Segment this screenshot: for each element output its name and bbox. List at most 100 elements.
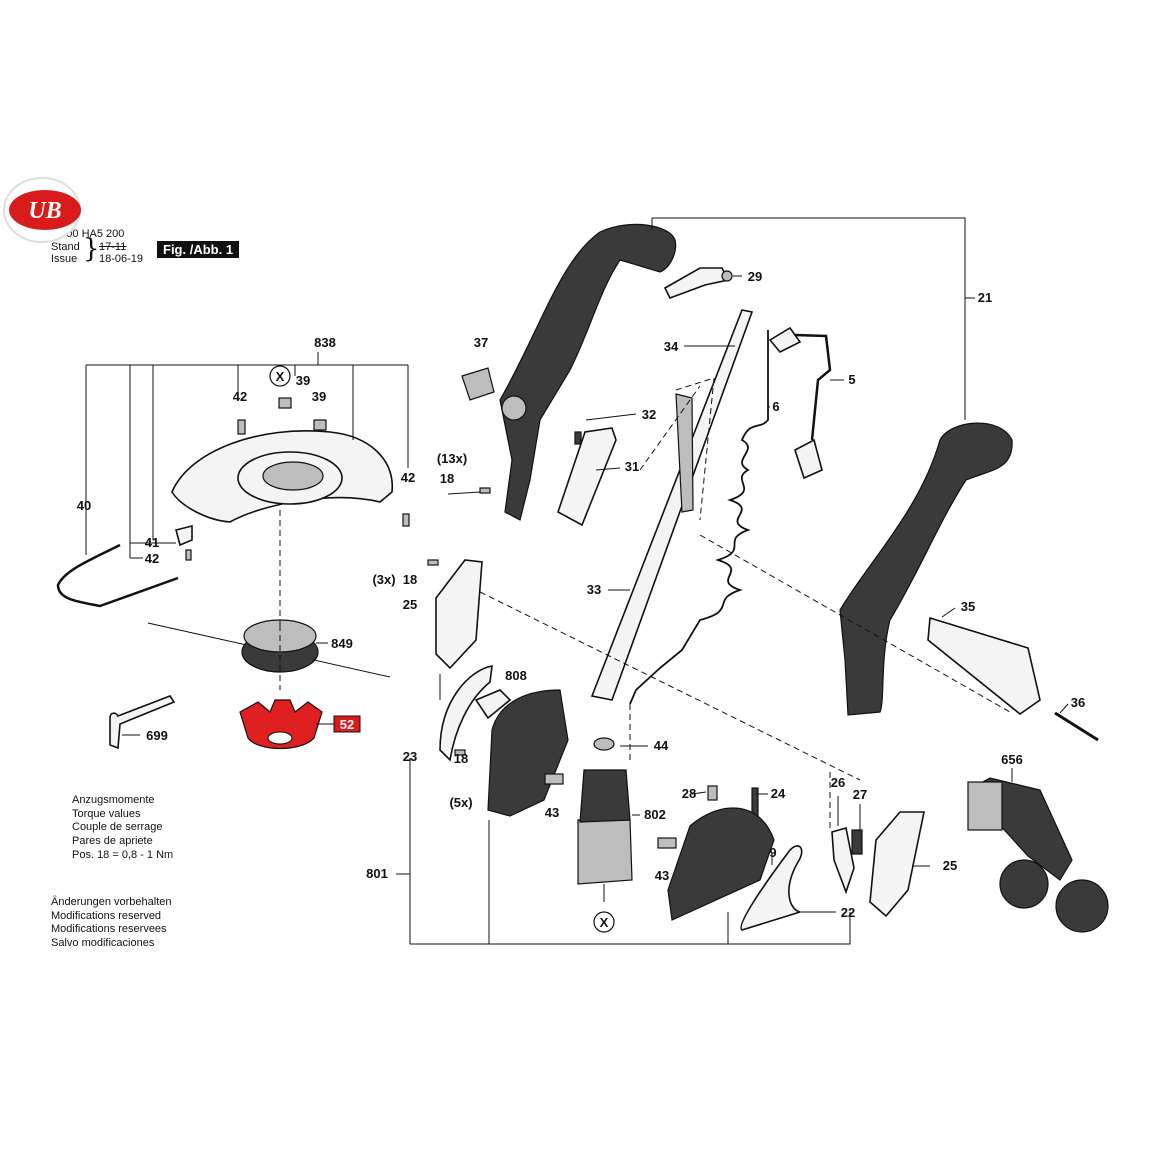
stand-value: 17-11 [99,241,127,253]
pin-part [574,431,582,445]
leader-line [691,791,707,795]
callout-42a: 42 [233,389,247,404]
screw-part [479,487,491,494]
guard-blade-part [740,845,803,931]
leader-line [595,467,621,471]
callout-42c: 42 [145,551,159,566]
leader-line [585,413,637,421]
hex-key-part [109,695,176,750]
clip-part [313,419,327,431]
bearing-part [544,773,564,785]
callout-39a: 39 [296,373,310,388]
callout-25a: 25 [403,597,417,612]
knob-part [461,367,495,401]
callout-39b: 39 [312,389,326,404]
clip-part [278,397,292,409]
callout-27: 27 [853,787,867,802]
callout-21: 21 [978,290,992,305]
callout-x-top: X [276,369,285,384]
callout-41: 41 [145,535,159,550]
leader-line [1059,703,1069,714]
blade-part [751,787,759,817]
plug-end-part [794,438,823,480]
lower-handle-part [839,422,1013,716]
assembly-axis [639,385,701,471]
callout-x-bottom: X [600,915,609,930]
cover-part [435,559,483,670]
issue-label: Issue [51,253,78,265]
callout-22: 22 [841,905,855,920]
callout-32: 32 [642,407,656,422]
cable-part [794,333,832,441]
pin-part [707,785,718,801]
bracket-part [175,524,193,547]
bolt-part [1054,711,1099,742]
handle-assembly [461,223,1099,742]
callout-40: 40 [77,498,91,513]
trigger-part [663,267,730,299]
callout-5: 5 [848,372,855,387]
assembly-axis [675,377,715,521]
callout-18c: 18 [454,751,468,766]
side-shell-part [439,665,493,762]
callout-26: 26 [831,775,845,790]
shaft-part [590,309,754,701]
callout-838: 838 [314,335,336,350]
callout-28: 28 [682,786,696,801]
callout-3x: (3x) [372,572,395,587]
torque-line: Pares de apriete [72,835,153,848]
spool-cover-highlighted [239,699,323,749]
screw-part [427,559,439,566]
disk-part [593,737,615,751]
wheel-axle-block [967,781,1003,831]
figure-badge: Fig. /Abb. 1 [157,241,240,258]
handle-knob [501,395,527,421]
torque-note: Anzugsmomente Torque values Couple de se… [72,794,173,863]
wheel-part [1055,879,1109,933]
callout-52-badge [333,715,361,733]
issue-value: 18-06-19 [99,253,144,265]
callout-labels: 838 X 39 39 42 42 40 41 42 849 52 699 37… [77,269,1085,930]
spring-part [851,829,863,855]
screw-part [237,419,246,435]
callout-801: 801 [366,866,388,881]
assembly-axis [479,591,861,781]
modifications-line: Modifications reservees [51,923,167,936]
grip-part [927,616,1041,715]
stand-label: Stand [51,241,80,253]
callout-849: 849 [331,636,353,651]
screw-part [454,749,466,756]
callout-9: 9 [769,845,776,860]
callout-33: 33 [587,582,601,597]
bracket-line-801 [409,758,851,945]
modifications-line: Modifications reserved [51,909,162,922]
callout-43b: 43 [655,868,669,883]
leader-lines [85,217,1069,945]
callout-52: 52 [340,717,354,732]
callout-699: 699 [146,728,168,743]
screw-part [402,513,410,527]
end-cover-part [869,811,925,918]
callout-35: 35 [961,599,975,614]
x-marker-bottom [593,911,615,933]
callout-36: 36 [1071,695,1085,710]
wheel-part [999,859,1049,909]
callout-18b: 18 [403,572,417,587]
callout-42b: 42 [401,470,415,485]
spool-cover-hole [267,731,293,745]
callout-43a: 43 [545,805,559,820]
baffle-part [474,689,512,720]
torque-line: Anzugsmomente [72,794,155,806]
handle-cover-part [557,427,617,527]
modifications-line: Salvo modificaciones [51,937,155,950]
guide-bow [56,543,179,608]
shaft-insert-part [675,393,694,513]
callout-44: 44 [654,738,669,753]
callout-13x: (13x) [437,451,467,466]
callout-34: 34 [664,339,679,354]
callout-18a: 18 [440,471,454,486]
logo-text: UB [28,198,61,224]
spring-clip-part [831,826,855,895]
upper-handle-part [499,223,677,521]
